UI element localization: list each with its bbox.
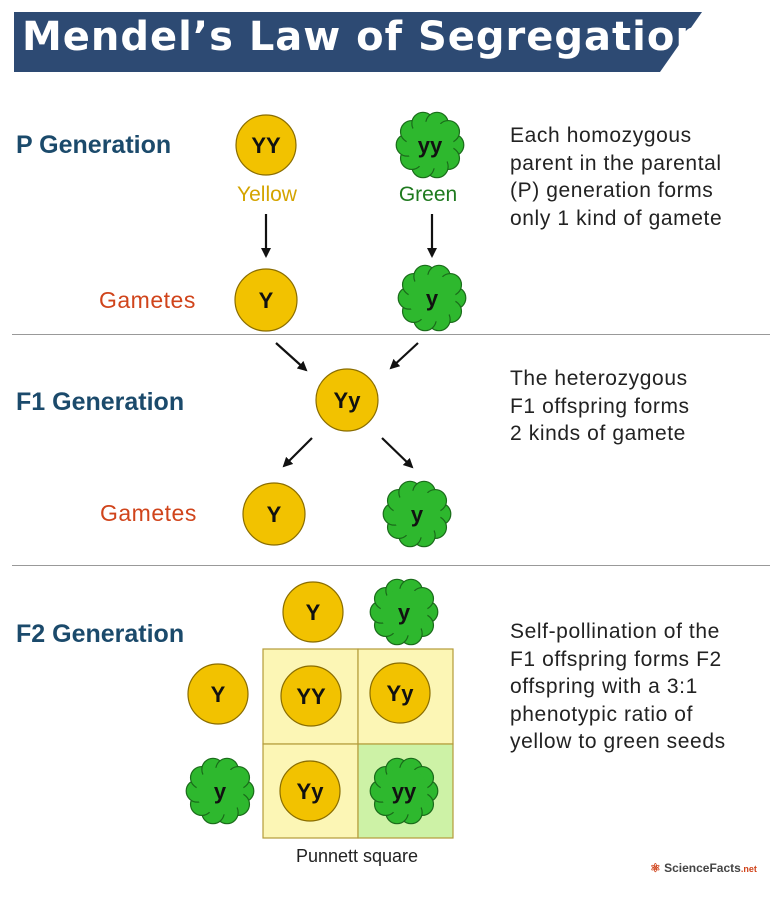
green-parent-label: Green: [398, 183, 458, 206]
f2-offspring-yy-recessive-text: yy: [392, 779, 417, 804]
logo-suffix: .net: [740, 864, 757, 874]
p-description-line: only 1 kind of gamete: [510, 206, 723, 230]
f2-offspring-heterozygous: Yy: [369, 662, 431, 724]
f2-side-gamete-yellow: Y: [187, 663, 249, 725]
f1-generation-label: F1 Generation: [16, 388, 185, 416]
p-generation-label: P Generation: [16, 131, 172, 159]
f2-description-line: offspring with a 3:1: [510, 675, 698, 698]
f1-yellow-gamete-text: Y: [267, 502, 282, 527]
f2-offspring-yy-dominant: YY: [280, 665, 342, 727]
f1-offspring-seed-text: Yy: [334, 388, 362, 413]
f2-offspring-yy-recessive: yy: [369, 757, 439, 825]
section-divider: [12, 334, 770, 335]
arrow: [389, 342, 419, 370]
f1-description-line: The heterozygous: [510, 367, 688, 390]
f2-side-gamete-yellow-text: Y: [211, 682, 226, 707]
p-description-line: Each homozygous: [510, 124, 692, 147]
atom-icon: ⚛: [650, 861, 661, 875]
p-generation-description: Each homozygous parent in the parental (…: [510, 122, 722, 232]
title-banner: [14, 12, 702, 72]
yellow-parent-seed-text: YY: [251, 133, 281, 158]
f1-description-line: F1 offspring forms: [510, 394, 690, 418]
f2-offspring-heterozygous: Yy: [279, 760, 341, 822]
f1-green-gamete-text: y: [411, 502, 424, 527]
f2-description-line: F1 offspring forms F2: [510, 647, 722, 671]
f2-offspring-yy-dominant-text: YY: [296, 684, 326, 709]
f2-description-line: yellow to green seeds: [510, 730, 726, 753]
f2-side-gamete-green-text: y: [214, 779, 227, 804]
f1-offspring-seed: Yy: [315, 368, 379, 432]
f2-side-gamete-green: y: [185, 757, 255, 825]
f2-top-gamete-green-text: y: [398, 600, 411, 625]
p-green-gamete: y: [397, 264, 467, 332]
p-description-line: (P) generation forms: [510, 179, 714, 202]
page-title: Mendel’s Law of Segregation: [22, 14, 705, 60]
f1-green-gamete: y: [382, 480, 452, 548]
f2-generation-description: Self-pollination of the F1 offspring for…: [510, 618, 726, 756]
f2-top-gamete-green: y: [369, 578, 439, 646]
f2-offspring-heterozygous-text: Yy: [387, 681, 415, 706]
f1-generation-description: The heterozygous F1 offspring forms 2 ki…: [510, 365, 690, 448]
f2-offspring-heterozygous-text: Yy: [297, 779, 325, 804]
f1-yellow-gamete: Y: [242, 482, 306, 546]
section-divider: [12, 565, 770, 566]
p-green-gamete-text: y: [426, 286, 439, 311]
green-parent-seed-text: yy: [418, 133, 443, 158]
punnett-square-label: Punnett square: [295, 846, 419, 866]
logo-text: ScienceFacts: [664, 861, 741, 875]
yellow-parent-seed: YY: [235, 114, 297, 176]
f2-top-gamete-yellow-text: Y: [306, 600, 321, 625]
f1-gametes-label: Gametes: [100, 500, 197, 526]
f2-description-line: Self-pollination of the: [510, 620, 720, 643]
f2-description-line: phenotypic ratio of: [510, 702, 694, 726]
p-gametes-label: Gametes: [99, 287, 196, 313]
f2-generation-label: F2 Generation: [16, 620, 185, 648]
arrow: [275, 342, 308, 372]
p-yellow-gamete-text: Y: [259, 288, 274, 313]
f2-top-gamete-yellow: Y: [282, 581, 344, 643]
arrow: [282, 437, 313, 468]
f1-description-line: 2 kinds of gamete: [510, 422, 686, 445]
p-yellow-gamete: Y: [234, 268, 298, 332]
sciencefacts-logo: ⚛ ScienceFacts.net: [650, 861, 757, 875]
green-parent-seed: yy: [395, 111, 465, 179]
yellow-parent-label: Yellow: [237, 183, 297, 206]
p-description-line: parent in the parental: [510, 151, 722, 175]
arrow: [381, 437, 414, 469]
